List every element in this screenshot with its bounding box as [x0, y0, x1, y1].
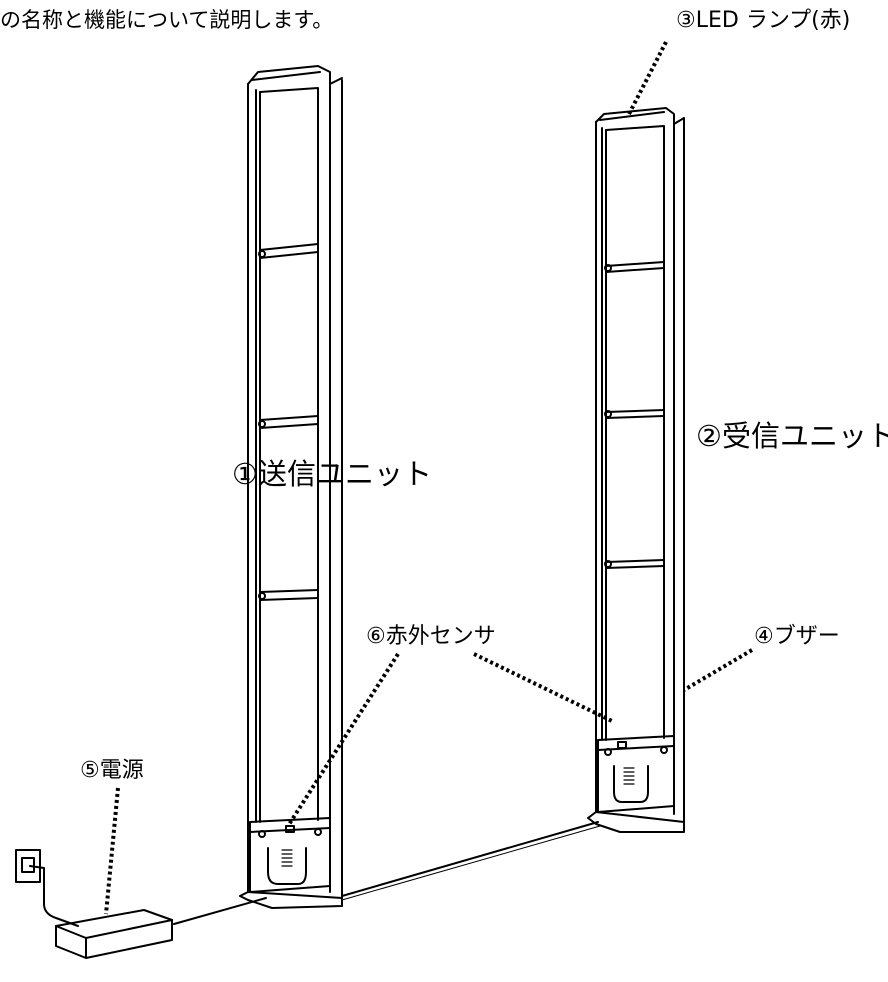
label-led-lamp: ③LED ランプ(赤)	[676, 8, 851, 33]
leader-led	[626, 41, 668, 117]
label-ir-sensor: ⑥赤外センサ	[366, 624, 496, 649]
leader-power	[104, 787, 120, 915]
intro-text: の名称と機能について説明します。	[0, 8, 334, 32]
leader-ir-right	[473, 652, 615, 724]
label-receiver-unit: ②受信ユニット	[696, 419, 888, 453]
leader-buzzer	[682, 648, 754, 692]
label-power-supply: ⑤電源	[80, 758, 144, 783]
transmitter-unit-drawing	[239, 65, 343, 909]
wall-outlet-drawing	[15, 849, 79, 927]
power-adapter-drawing	[55, 909, 173, 959]
label-transmitter-unit: ①送信ユニット	[232, 457, 432, 491]
label-buzzer: ④ブザー	[754, 624, 840, 649]
receiver-unit-drawing	[587, 107, 685, 833]
leader-ir-left	[286, 652, 400, 828]
